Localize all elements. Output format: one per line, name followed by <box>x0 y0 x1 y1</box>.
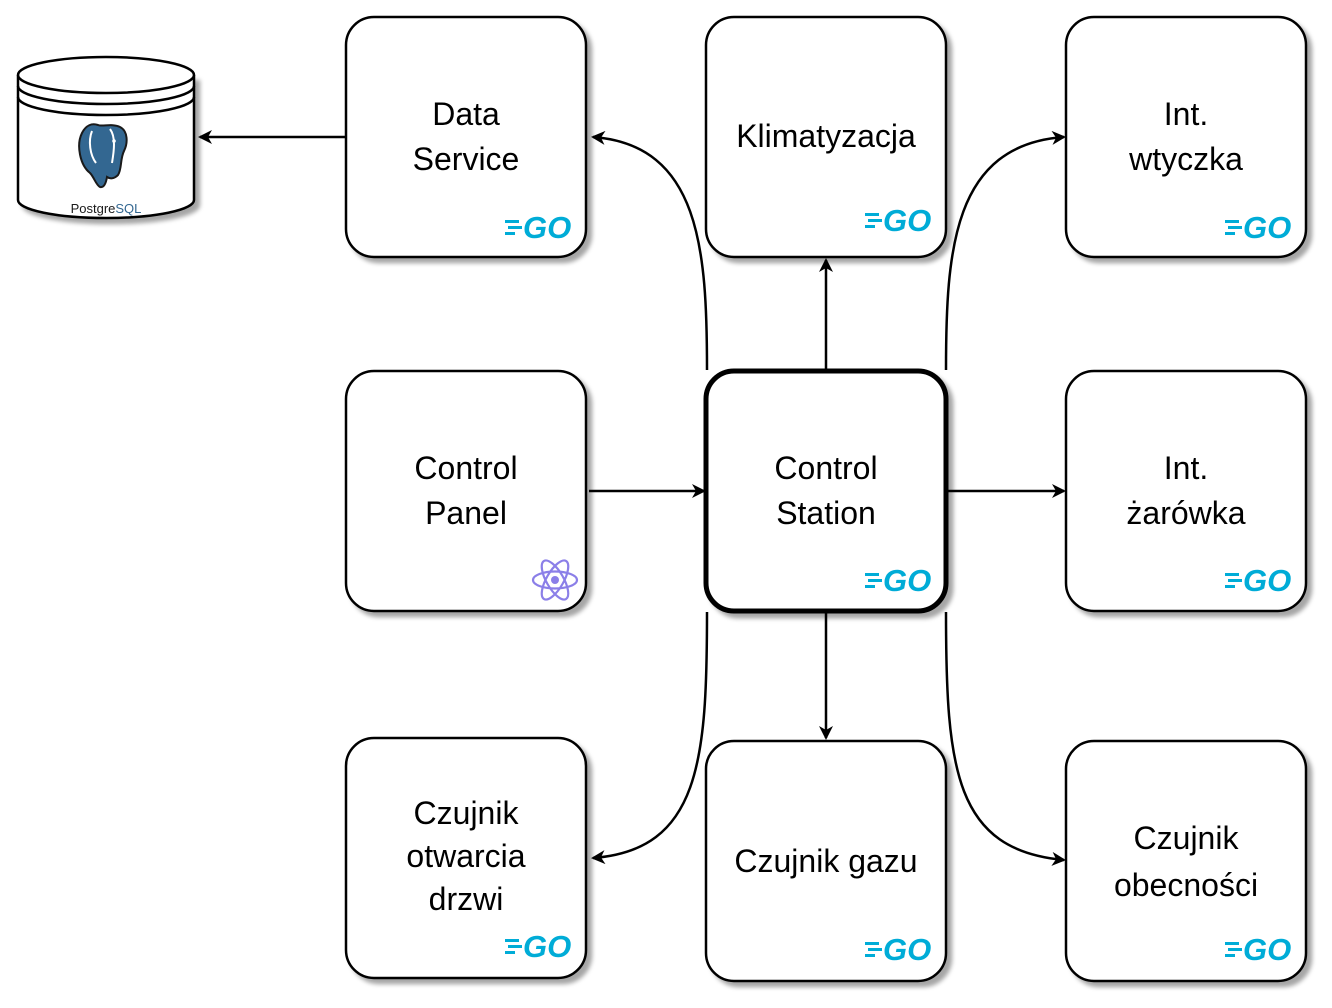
node-czujnik-gazu[interactable]: Czujnik gazu GO <box>704 739 948 983</box>
svg-text:GO: GO <box>523 210 571 245</box>
node-label: żarówka <box>1126 495 1245 531</box>
edge-station-to-czujnik-obecnosci <box>944 611 1066 866</box>
connectors <box>198 130 1066 866</box>
node-label: Data <box>432 96 500 132</box>
node-data-service[interactable]: Data Service GO <box>344 15 588 259</box>
node-control-station[interactable]: Control Station GO <box>703 368 949 614</box>
go-logo-icon: GO <box>865 932 931 967</box>
node-label: drzwi <box>429 881 504 917</box>
edge-station-to-dataservice <box>591 130 709 371</box>
edge-station-to-wtyczka <box>944 130 1066 371</box>
go-logo-icon: GO <box>1225 563 1291 598</box>
node-label: Panel <box>425 495 507 531</box>
node-label: Service <box>413 141 520 177</box>
node-label: Klimatyzacja <box>736 118 916 154</box>
svg-text:GO: GO <box>883 563 931 598</box>
svg-text:GO: GO <box>523 929 571 964</box>
edge-station-to-czujnik-drzwi <box>591 611 709 865</box>
node-label: Station <box>776 495 876 531</box>
react-atom-icon <box>531 559 579 601</box>
node-label: Czujnik gazu <box>734 843 917 879</box>
node-label: wtyczka <box>1128 141 1243 177</box>
postgres-label: PostgreSQL <box>71 201 142 216</box>
svg-text:GO: GO <box>1243 210 1291 245</box>
go-logo-icon: GO <box>865 563 931 598</box>
node-czujnik-otwarcia-drzwi[interactable]: Czujnik otwarcia drzwi GO <box>344 736 588 980</box>
node-label: Control <box>414 450 517 486</box>
go-logo-icon: GO <box>1225 210 1291 245</box>
svg-text:GO: GO <box>1243 932 1291 967</box>
postgres-database: PostgreSQL <box>16 55 196 220</box>
node-czujnik-obecnosci[interactable]: Czujnik obecności GO <box>1064 739 1308 983</box>
svg-text:GO: GO <box>1243 563 1291 598</box>
node-label: Int. <box>1164 96 1208 132</box>
svg-text:GO: GO <box>883 932 931 967</box>
go-logo-icon: GO <box>1225 932 1291 967</box>
node-klimatyzacja[interactable]: Klimatyzacja GO <box>704 15 948 259</box>
postgresql-elephant-icon <box>78 123 128 189</box>
node-label: Czujnik <box>1134 820 1240 856</box>
node-label: Czujnik <box>414 795 520 831</box>
node-label: obecności <box>1114 867 1258 903</box>
node-int-wtyczka[interactable]: Int. wtyczka GO <box>1064 15 1308 259</box>
go-logo-icon: GO <box>865 203 931 238</box>
svg-text:GO: GO <box>883 203 931 238</box>
node-control-panel[interactable]: Control Panel <box>344 369 588 613</box>
node-label: otwarcia <box>406 838 525 874</box>
go-logo-icon: GO <box>505 929 571 964</box>
node-int-zarowka[interactable]: Int. żarówka GO <box>1064 369 1308 613</box>
node-label: Control <box>774 450 877 486</box>
go-logo-icon: GO <box>505 210 571 245</box>
node-label: Int. <box>1164 450 1208 486</box>
